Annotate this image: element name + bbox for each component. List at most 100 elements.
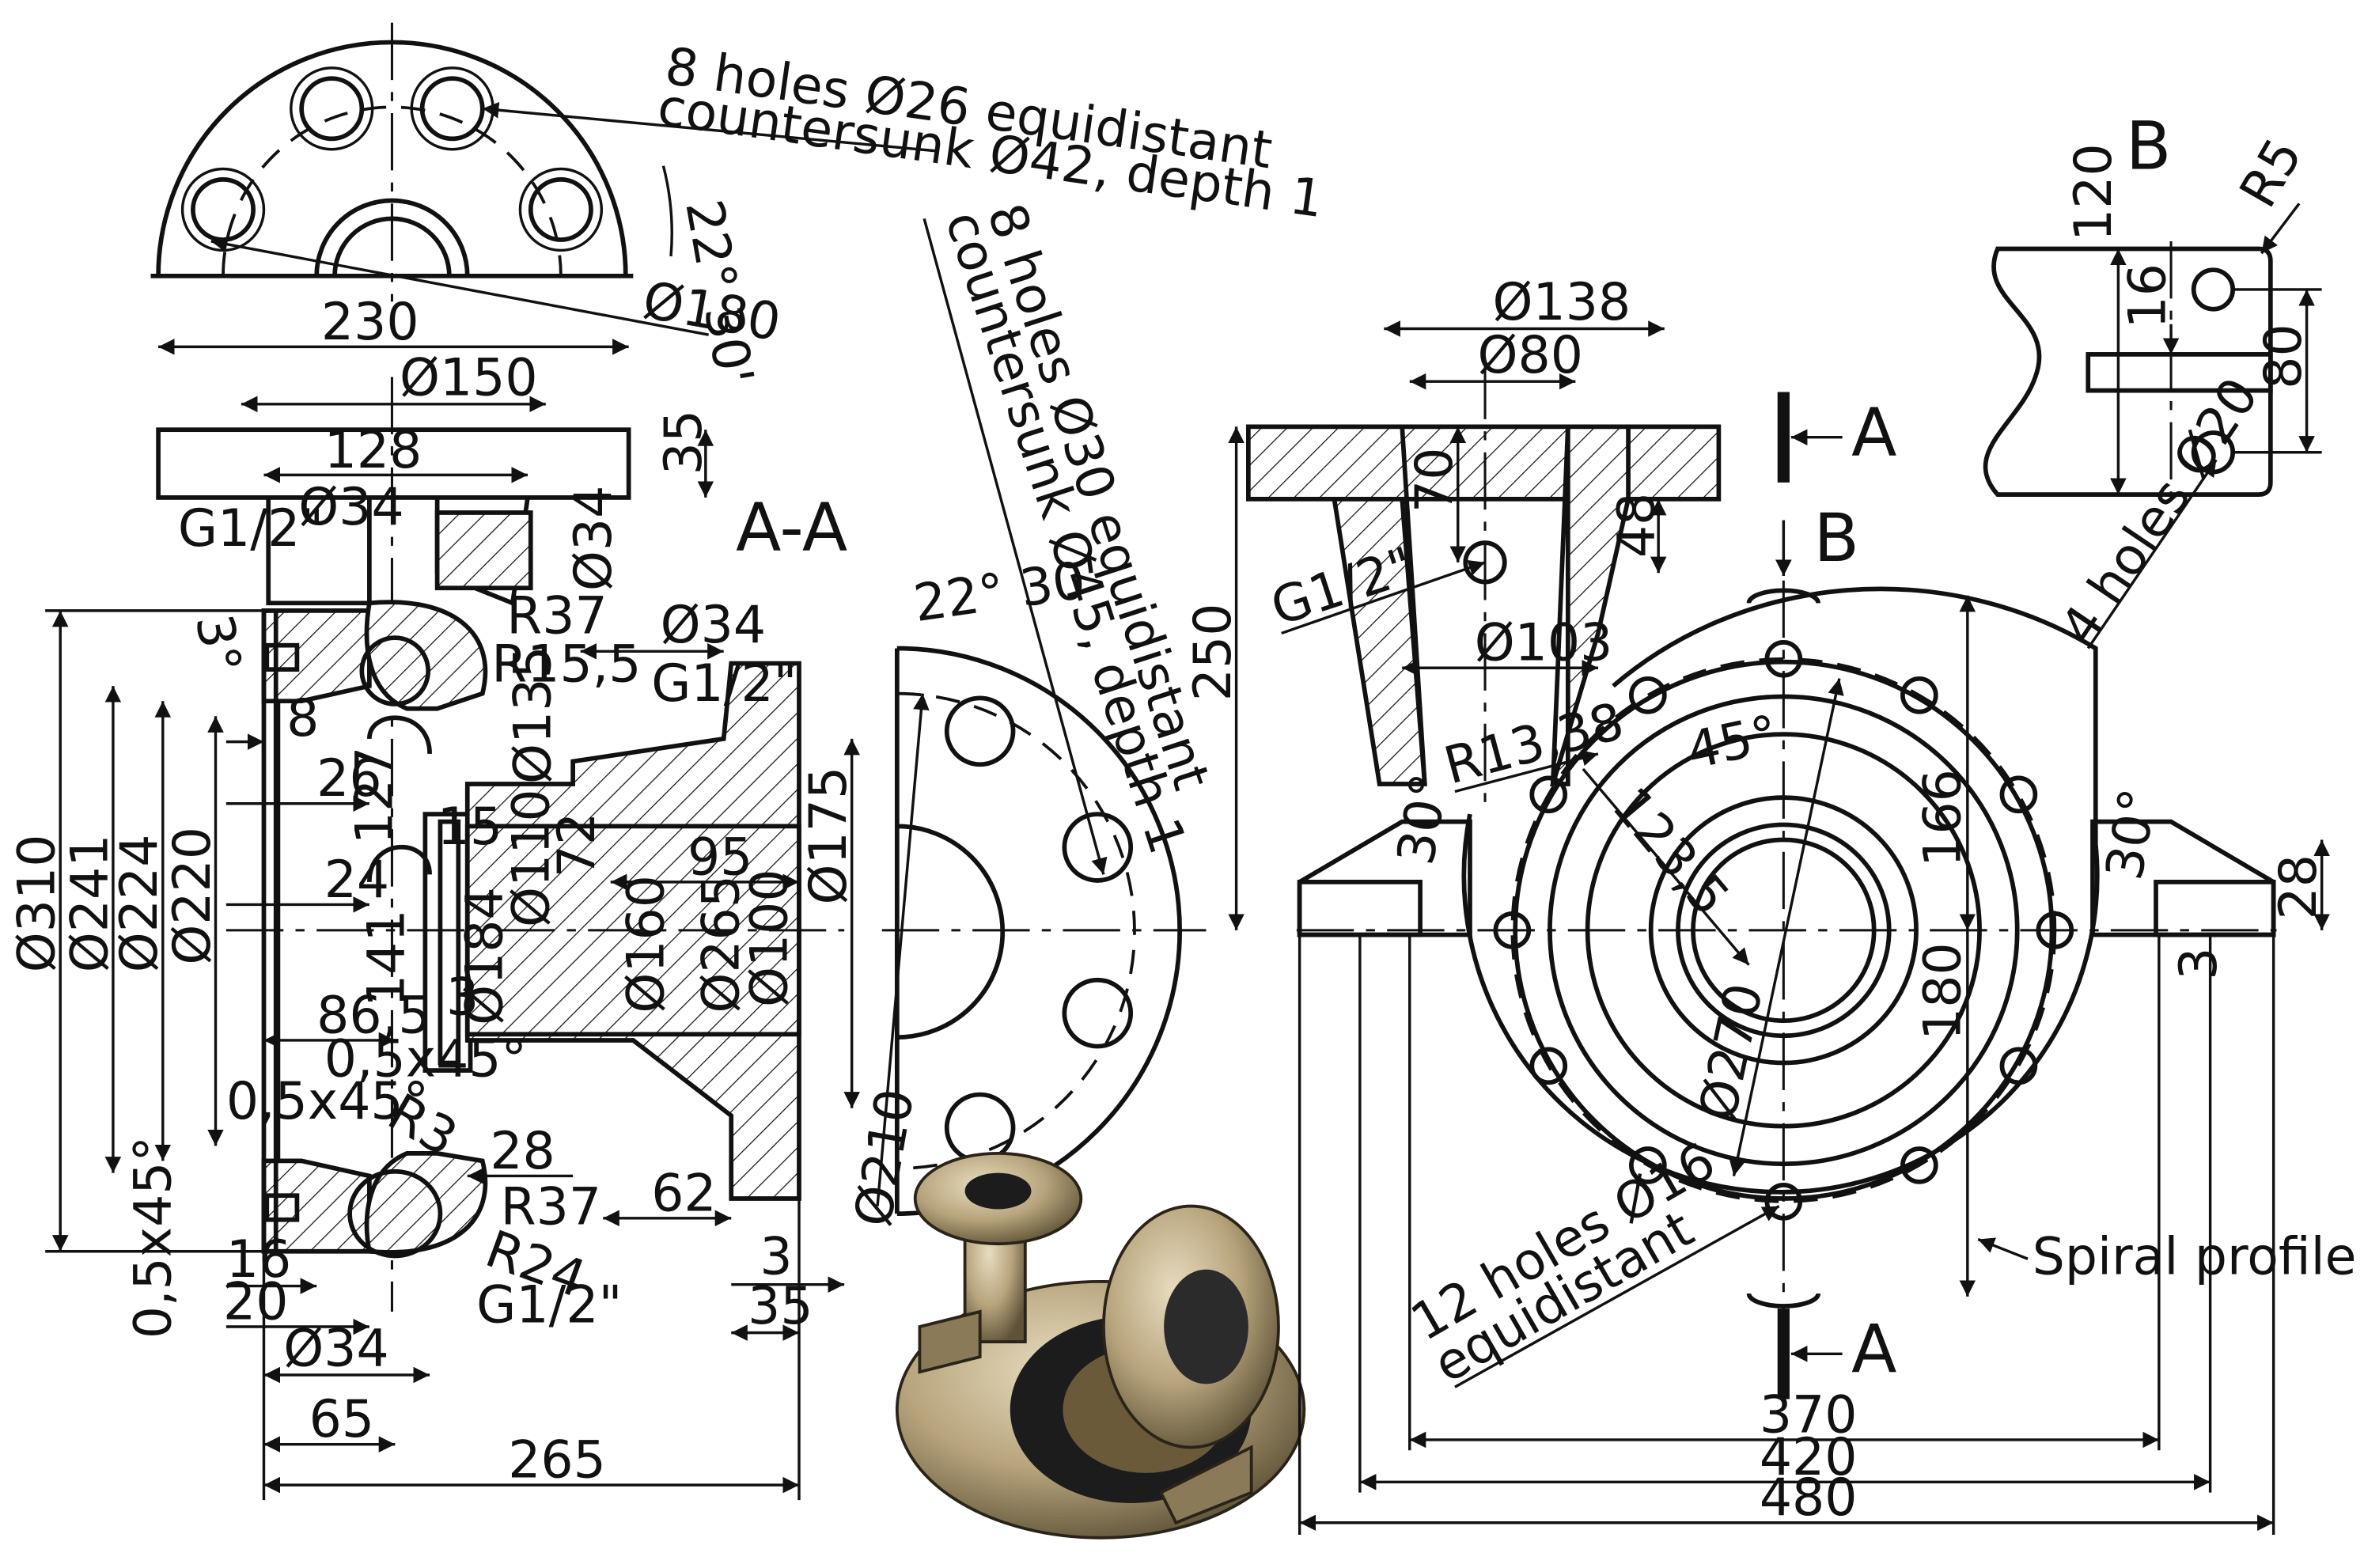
dim-160: Ø160 (616, 875, 676, 1013)
dim-265: 265 (508, 1431, 606, 1490)
top-pcd-label: Ø180 (638, 271, 785, 353)
dim-65: 65 (309, 1390, 374, 1449)
dim-184: Ø184 (456, 887, 515, 1025)
dim-150: Ø150 (400, 348, 538, 407)
side-flange-view: 22° 30' Ø210 8 holes Ø30 equidistant cou… (843, 197, 1221, 1231)
dim-16: 16 (226, 1230, 291, 1290)
dim-370: 370 (1760, 1385, 1858, 1445)
dim-480: 480 (1760, 1468, 1858, 1528)
dim-28: 28 (490, 1122, 555, 1181)
chamfer-1: 0,5x45° (324, 1030, 527, 1089)
radius-123-5: 123,5 (1601, 777, 1741, 927)
dim-35-right: 35 (748, 1277, 813, 1336)
dim-128: 128 (324, 421, 422, 480)
dim-34-right: Ø34 (564, 486, 623, 591)
section-marker-a-top: A (1851, 394, 1896, 472)
detail-holes-note: 4 holes Ø20 (2049, 368, 2270, 656)
dim-34-top: Ø34 (298, 478, 403, 537)
dim-8: 8 (286, 689, 319, 748)
bolt-hole (1062, 812, 1134, 883)
bolt-hole (518, 167, 604, 252)
dim-141: 141 (358, 909, 417, 1007)
view-marker-b: B (1813, 499, 1859, 577)
detail-radius-5: R5 (2229, 129, 2314, 218)
dim-35-top: 35 (654, 410, 714, 475)
dim-270: Ø270 (1688, 979, 1775, 1126)
bolt-hole (1062, 977, 1134, 1049)
chamfer-2: 0,5x45° (226, 1072, 429, 1131)
dim-241: Ø241 (60, 835, 119, 973)
dim-103: Ø103 (1475, 614, 1613, 673)
section-title: A-A (736, 489, 847, 566)
detail-title: B (2126, 108, 2172, 185)
detail-view-b: B 120 16 80 R5 4 holes Ø20 (1983, 108, 2322, 656)
thread-top: G1/2" (178, 499, 324, 559)
bolt-hole (1764, 640, 1803, 678)
dim-220: Ø220 (163, 827, 222, 965)
bolt-hole (2036, 911, 2074, 949)
dim-80: Ø80 (1478, 326, 1583, 385)
detail-dim-80: 80 (2254, 324, 2313, 388)
dim-3-front: 3 (2169, 948, 2229, 980)
dim-175: Ø175 (799, 767, 858, 905)
thread-mid: G1/2" (651, 654, 797, 714)
dim-62: 62 (651, 1164, 716, 1223)
bolt-hole (1529, 1047, 1568, 1085)
section-view: A-A 230 Ø150 128 (8, 293, 860, 1501)
dim-72: 72 (547, 812, 607, 877)
dim-310: Ø310 (8, 835, 67, 973)
bolt-hole (1493, 911, 1532, 949)
section-marker-a-bottom: A (1851, 1310, 1896, 1388)
bolt-hole (410, 66, 494, 151)
bolt-hole (1999, 1047, 2038, 1085)
dim-3-mid: 3 (446, 968, 479, 1028)
dim-166: 166 (1913, 769, 1972, 867)
dim-230: 230 (321, 293, 419, 352)
dim-20: 20 (223, 1272, 288, 1331)
dim-224: Ø224 (110, 835, 169, 973)
thread-bot: G1/2" (476, 1275, 622, 1335)
dim-3-right: 3 (760, 1227, 792, 1286)
bolt-hole (1900, 1146, 1938, 1184)
dim-110: Ø110 (502, 789, 562, 927)
radius-37-bot: R37 (501, 1177, 601, 1237)
angle-45: 45° (1682, 704, 1783, 781)
bolt-hole (1900, 676, 1938, 714)
side-pcd-label: Ø210 (843, 1085, 926, 1231)
dim-100: Ø100 (741, 869, 800, 1007)
dim-420: 420 (1760, 1428, 1858, 1487)
dim-26: 26 (316, 749, 381, 809)
detail-dim-16: 16 (2118, 263, 2177, 328)
chamfer-3: 0,5x45° (123, 1136, 183, 1339)
spiral-profile-label: Spiral profile (2033, 1227, 2357, 1286)
detail-dim-120: 120 (2064, 143, 2123, 241)
bolt-hole (1629, 1146, 1667, 1184)
radius-37-top: R37 (506, 586, 607, 646)
dim-24: 24 (324, 850, 389, 910)
dim-135: Ø135 (504, 646, 563, 784)
bolt-hole (1529, 775, 1568, 814)
bolt-hole (180, 167, 266, 252)
bolt-hole (1764, 1183, 1803, 1221)
angle-30-right: 30° (2095, 785, 2169, 884)
dim-127: 127 (345, 747, 404, 845)
dim-34-bot: Ø34 (283, 1320, 388, 1379)
dim-15: 15 (438, 797, 502, 857)
dim-28-front: 28 (2269, 854, 2328, 919)
radius-13-38: R13,38 (1438, 691, 1630, 796)
dim-180: 180 (1913, 942, 1972, 1040)
dim-70: 70 (1405, 448, 1464, 513)
dim-250: 250 (1184, 604, 1243, 702)
bolt-hole (944, 695, 1016, 767)
dim-265-dia: Ø265 (692, 875, 752, 1013)
dim-48: 48 (1607, 493, 1666, 558)
isometric-render (895, 1151, 1306, 1540)
dim-95: 95 (688, 828, 752, 887)
bolt-hole (290, 66, 374, 151)
bolt-hole (1629, 676, 1667, 714)
dim-138: Ø138 (1493, 273, 1631, 332)
angle-3: 3° (184, 610, 252, 678)
bolt-hole (944, 1092, 1016, 1164)
bolt-hole (1999, 775, 2038, 814)
